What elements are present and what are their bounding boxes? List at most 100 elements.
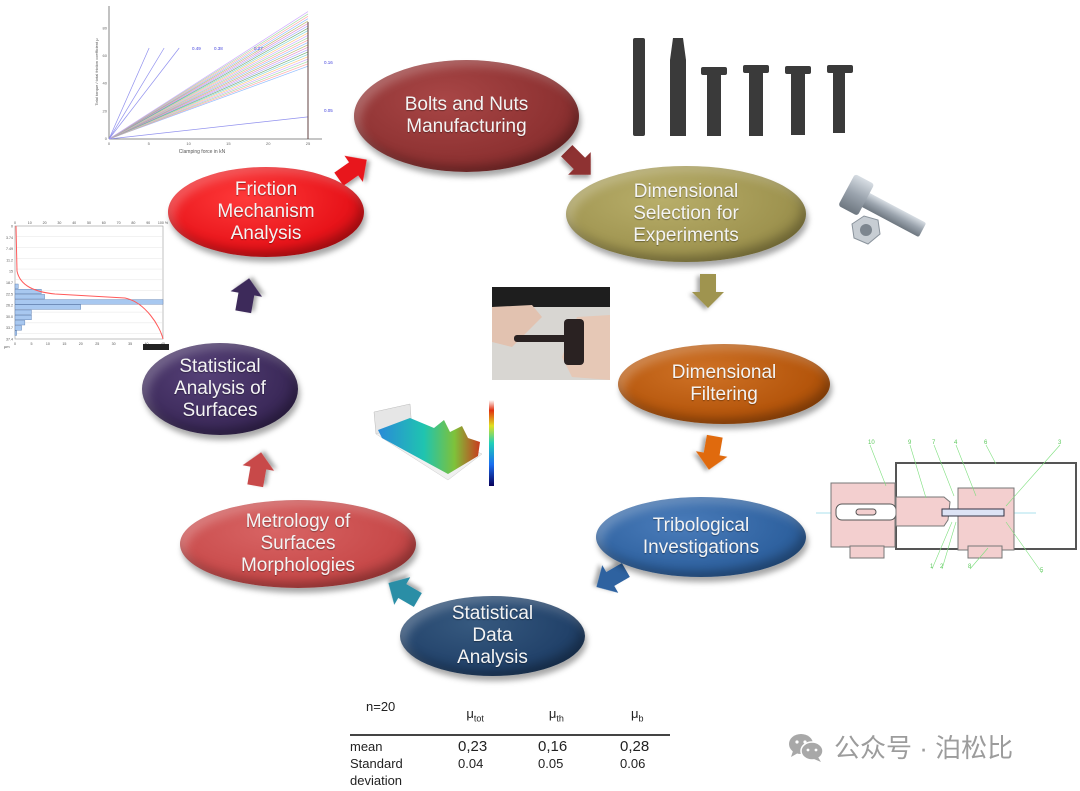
x-tick-label: 0 [108,141,111,146]
wechat-icon [789,733,824,762]
surface-plot-svg [373,400,494,486]
y-tick-label: 33.7 [6,326,13,330]
color-bar [489,400,494,486]
series-line [108,46,309,140]
histogram-bar [14,288,42,294]
coefficient-label: 0.38 [214,46,223,51]
step-label: Bolts and Nuts Manufacturing [404,94,529,137]
bottom-tick-label: 5 [30,342,32,346]
coupling [895,496,951,527]
cell-mu-b: 0.06 [620,756,646,771]
x-tick-label: 10 [186,141,191,146]
nut-hole [860,224,872,236]
bolt-and-nut-photo [830,172,930,252]
friction-lines [108,11,309,140]
y-tick-label: 60 [103,53,108,58]
top-tick-label: 60 [102,221,106,225]
y-tick-label: 20 [103,108,108,113]
leader-line [869,444,887,487]
leader-line [985,444,997,465]
legend-tag [143,344,169,350]
arrow-metrology-surfaces-to-statistical-analysis-surfaces [242,452,275,488]
step-label: Metrology of Surfaces Morphologies [240,511,356,576]
step-dimensional-selection[interactable]: Dimensional Selection for Experiments [566,166,806,262]
y-tick-label: 80 [103,25,108,30]
left-hand [492,305,542,347]
unit-label: µm [4,344,10,349]
leader-line [955,444,977,497]
bolt-blank [633,38,645,136]
y-tick-label: 26.2 [6,304,13,308]
arrow-icon [561,145,591,175]
column-header-mu-b: μb [630,706,644,724]
step-statistical-analysis-surfaces[interactable]: Statistical Analysis of Surfaces [142,343,298,435]
table-row: Standard deviation 0.04 0.05 0.06 [350,755,670,789]
step-label: Dimensional Selection for Experiments [633,181,739,246]
arrow-icon [695,434,728,470]
arrow-icon [388,577,422,607]
coefficient-label: 0.27 [254,46,263,51]
step-bolts-nuts-manufacturing[interactable]: Bolts and Nuts Manufacturing [354,60,579,172]
top-tick-label: 80 [131,221,135,225]
step-label: Statistical Data Analysis [451,603,534,668]
bottom-tick-label: 30 [112,342,116,346]
part-number: 1 [930,564,934,570]
y-tick-label: 22.5 [6,292,13,296]
histogram-bar [14,325,22,331]
arrow-dimensional-filtering-to-tribological-investigations [695,434,728,470]
column-header-mu-th: μth [548,706,564,724]
holder-support [967,545,1003,559]
top-tick-label: 10 [28,221,32,225]
step-tribological-investigations[interactable]: Tribological Investigations [596,497,806,577]
step-label: Statistical Analysis of Surfaces [174,356,266,421]
part-number: 2 [940,564,944,570]
leader-line [909,444,927,499]
y-tick-label: 11.2 [6,258,13,262]
step-dimensional-filtering[interactable]: Dimensional Filtering [618,344,830,424]
part-number: 7 [932,440,936,446]
leader-line [969,547,989,570]
bolt-stage-2 [670,38,686,136]
bolt-stage-4 [743,65,769,136]
histogram-bar [14,299,164,305]
cell-mu-tot: 0,23 [458,738,488,755]
series-line [108,37,309,140]
coefficient-label: 0.49 [192,46,201,51]
bolt-forming-svg [633,38,853,136]
y-tick-label: 30.0 [6,315,13,319]
step-friction-mechanism-analysis[interactable]: Friction Mechanism Analysis [168,167,364,257]
bolt-head [839,174,874,215]
series-line [108,65,309,140]
bottom-tick-labels: 051015202530354045 [14,342,165,346]
cell-mu-th: 0.05 [538,756,564,771]
top-tick-label: 100 % [158,221,169,225]
drive-support [849,545,885,559]
arrow-bolts-nuts-manufacturing-to-dimensional-selection [561,145,591,175]
cumulative-curve [15,225,164,340]
histogram-bar [14,304,81,310]
y-tick-label: 18.7 [6,281,13,285]
series-line [108,49,309,140]
x-tick-label: 25 [306,141,311,146]
step-statistical-data-analysis[interactable]: Statistical Data Analysis [400,596,585,676]
nut-holder [957,487,1015,551]
y-axis-label: Total torque / total friction coefficien… [94,38,99,106]
step-metrology-surfaces[interactable]: Metrology of Surfaces Morphologies [180,500,416,588]
top-tick-label: 70 [117,221,121,225]
bottom-tick-label: 35 [128,342,132,346]
series-line [108,11,309,140]
top-tick-label: 0 [14,221,16,225]
reference-line [108,116,309,140]
histogram-bar [14,314,32,320]
series-line [108,56,309,140]
part-number: 5 [1040,568,1044,574]
step-label: Friction Mechanism Analysis [217,179,315,244]
series-line [108,39,309,140]
leader-line [941,521,957,570]
